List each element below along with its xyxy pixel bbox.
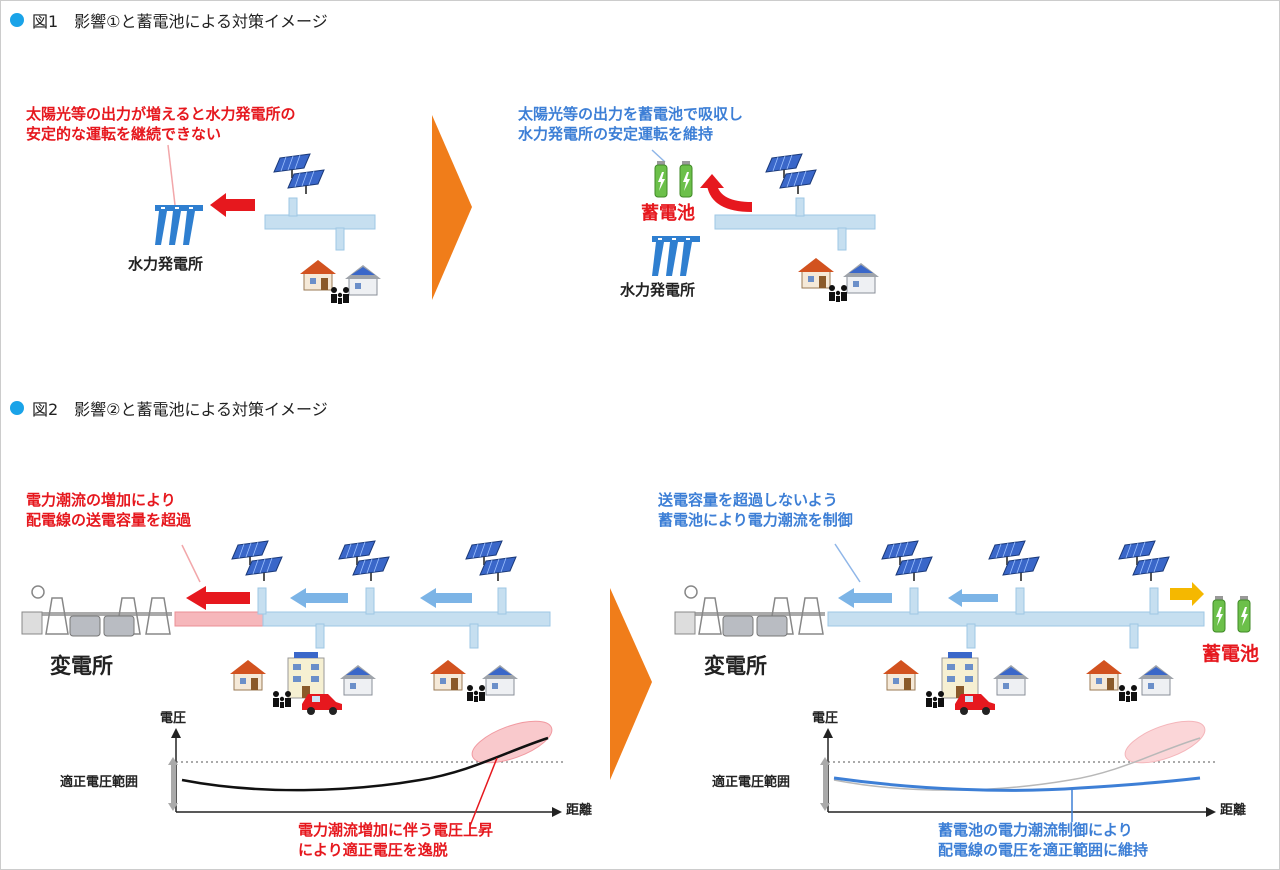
caption-line: 蓄電池により電力潮流を制御 xyxy=(658,511,853,530)
house-icon xyxy=(992,664,1030,696)
fig2-left-y-axis-label: 電圧 xyxy=(160,711,187,726)
figure2-title: 図2 影響②と蓄電池による対策イメージ xyxy=(32,400,328,419)
caption-line: 配電線の送電容量を超過 xyxy=(26,511,192,530)
arrow-icon xyxy=(432,115,472,300)
fig2-right-scene xyxy=(674,541,1251,822)
caption-line: 送電容量を超過しないよう xyxy=(658,491,838,509)
house-icon xyxy=(1137,664,1175,696)
house-icon xyxy=(842,262,880,294)
arrow-icon xyxy=(186,586,250,610)
people-icon xyxy=(1119,685,1137,702)
figure1-heading: 図1 影響①と蓄電池による対策イメージ xyxy=(10,8,328,32)
fig1-right-scene xyxy=(651,149,880,302)
battery-icon xyxy=(1212,595,1226,633)
hydro-station-icon xyxy=(155,205,203,245)
arrow-icon xyxy=(610,588,652,780)
fig2-left-note: 電力潮流増加に伴う電圧上昇 により適正電圧を逸脱 xyxy=(298,820,493,861)
highlight-ellipse xyxy=(1124,720,1206,764)
solar-panel-icon xyxy=(989,541,1039,581)
fig2-right-range-label: 適正電圧範囲 xyxy=(712,775,791,790)
people-icon xyxy=(467,685,485,702)
house-icon xyxy=(299,259,337,291)
battery-icon xyxy=(679,160,693,198)
house-icon xyxy=(1085,659,1123,691)
people-icon xyxy=(926,691,944,708)
car-icon xyxy=(302,694,342,715)
original-voltage-curve xyxy=(833,737,1201,791)
fig1-left-scene xyxy=(155,144,382,304)
battery-icon xyxy=(654,160,668,198)
fig2-left-x-axis-label: 距離 xyxy=(566,803,593,818)
arrow-icon xyxy=(420,588,472,608)
fig2-left-scene xyxy=(21,541,565,827)
arrow-icon xyxy=(290,588,348,608)
fig2-right-x-axis-label: 距離 xyxy=(1220,803,1247,818)
fig2-right-substation-label: 変電所 xyxy=(704,654,767,678)
fig1-right-station-label: 水力発電所 xyxy=(620,281,696,299)
note-line: 配電線の電圧を適正範囲に維持 xyxy=(938,841,1149,860)
overload-line xyxy=(174,611,264,627)
car-icon xyxy=(955,694,995,715)
figure1-title: 図1 影響①と蓄電池による対策イメージ xyxy=(32,12,328,31)
people-icon xyxy=(331,287,349,304)
power-line xyxy=(262,611,551,627)
solar-panel-icon xyxy=(232,541,282,581)
people-icon xyxy=(829,285,847,302)
solar-panel-icon xyxy=(274,154,324,194)
caption-line: 太陽光等の出力が増えると水力発電所の xyxy=(26,105,296,123)
solar-panel-icon xyxy=(1119,541,1169,581)
fig1-left-caption: 太陽光等の出力が増えると水力発電所の 安定的な運転を継続できない xyxy=(26,104,296,145)
house-icon xyxy=(339,664,377,696)
apartment-icon xyxy=(287,651,325,699)
figure2-heading: 図2 影響②と蓄電池による対策イメージ xyxy=(10,396,328,420)
people-icon xyxy=(273,691,291,708)
arrow-icon xyxy=(707,183,753,212)
controlled-voltage-curve xyxy=(833,776,1201,792)
solar-panel-icon xyxy=(466,541,516,581)
fig2-right-battery-label: 蓄電池 xyxy=(1202,643,1260,665)
arrow-icon xyxy=(1170,582,1204,606)
power-line xyxy=(264,214,376,230)
solar-panel-icon xyxy=(339,541,389,581)
caption-line: 太陽光等の出力を蓄電池で吸収し xyxy=(518,105,744,123)
note-line: により適正電圧を逸脱 xyxy=(298,841,448,860)
solar-panel-icon xyxy=(882,541,932,581)
substation-icon xyxy=(674,585,826,637)
arrow-icon xyxy=(948,589,998,607)
house-icon xyxy=(229,659,267,691)
caption-line: 安定的な運転を継続できない xyxy=(26,125,222,144)
fig2-right-y-axis-label: 電圧 xyxy=(812,711,839,726)
substation-icon xyxy=(21,585,173,637)
caption-line: 電力潮流の増加により xyxy=(26,491,176,509)
fig1-right-caption: 太陽光等の出力を蓄電池で吸収し 水力発電所の安定運転を維持 xyxy=(518,104,743,145)
house-icon xyxy=(481,664,519,696)
apartment-icon xyxy=(941,651,979,699)
arrow-icon xyxy=(838,588,892,608)
house-icon xyxy=(429,659,467,691)
fig1-right-battery-label: 蓄電池 xyxy=(641,203,695,224)
caption-line: 水力発電所の安定運転を維持 xyxy=(518,125,714,144)
solar-panel-icon xyxy=(766,154,816,194)
arrow-icon xyxy=(210,193,255,217)
note-line: 蓄電池の電力潮流制御により xyxy=(938,821,1133,839)
leader-line xyxy=(167,144,176,206)
fig2-right-note: 蓄電池の電力潮流制御により 配電線の電圧を適正範囲に維持 xyxy=(938,820,1148,861)
battery-icon xyxy=(1237,595,1251,633)
house-icon xyxy=(882,659,920,691)
house-icon xyxy=(797,257,835,289)
hydro-station-icon xyxy=(652,236,700,276)
fig1-left-station-label: 水力発電所 xyxy=(128,255,204,273)
highlight-ellipse xyxy=(471,720,553,764)
house-icon xyxy=(344,264,382,296)
note-line: 電力潮流増加に伴う電圧上昇 xyxy=(298,821,494,839)
bullet-icon xyxy=(10,13,24,27)
bullet-icon xyxy=(10,401,24,415)
fig2-left-range-label: 適正電圧範囲 xyxy=(60,775,139,790)
fig2-left-substation-label: 変電所 xyxy=(50,654,113,678)
voltage-curve xyxy=(181,736,549,792)
fig2-right-caption: 送電容量を超過しないよう 蓄電池により電力潮流を制御 xyxy=(658,490,853,531)
fig2-left-caption: 電力潮流の増加により 配電線の送電容量を超過 xyxy=(26,490,191,531)
